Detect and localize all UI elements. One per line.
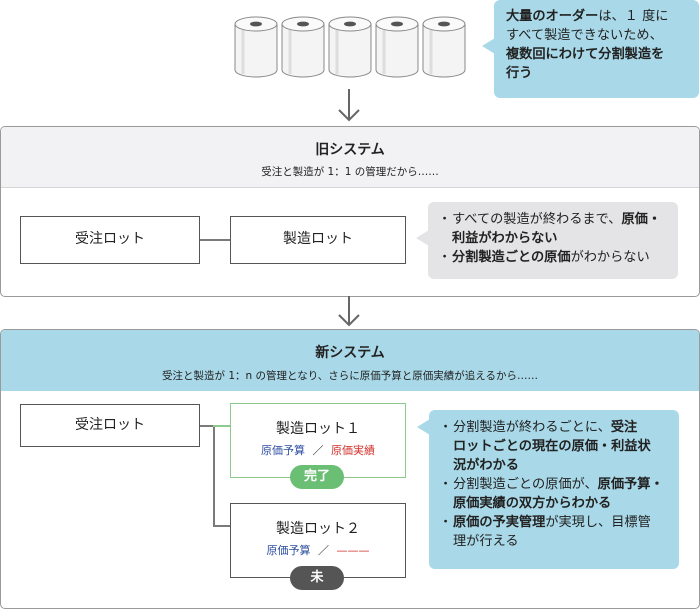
connector-line xyxy=(200,239,230,241)
callout-tail xyxy=(416,230,429,246)
order-lot-box: 受注ロット xyxy=(20,216,200,264)
lot-name: 製造ロット２ xyxy=(276,521,360,537)
callout-text: は、１ 度に xyxy=(598,9,669,24)
note-bold: 利益がわからない xyxy=(452,231,558,246)
note-bold: 況がわかる xyxy=(453,458,519,473)
note-text: がわからない xyxy=(570,250,650,265)
note-bold: 原価実績の双方からわかる xyxy=(453,496,612,511)
old-system-notes: ・すべての製造が終わるまで、原価・利益がわからない ・分割製造ごとの原価がわから… xyxy=(428,202,678,279)
bullet: ・ xyxy=(439,477,453,492)
separator: ／ xyxy=(312,444,324,457)
new-system-title: 新システム xyxy=(315,345,385,361)
note-text: すべての製造が終わるまで、 xyxy=(452,212,622,227)
down-arrow-icon xyxy=(338,89,360,122)
new-system-subtitle: 受注と製造が 1：n の管理となり、さらに原価予算と原価実績が追えるから…… xyxy=(162,370,538,382)
connector-line xyxy=(200,425,214,427)
status-badge-done: 完了 xyxy=(290,465,344,489)
bullet: ・ xyxy=(438,212,452,227)
callout-tail xyxy=(482,38,495,54)
note-bold: 原価の予実管理 xyxy=(453,515,546,530)
paper-roll-icon xyxy=(328,16,372,78)
mfg-lot-1-box: 製造ロット１ 原価予算 ／ 原価実績 xyxy=(230,403,406,478)
order-lot-box: 受注ロット xyxy=(20,404,200,447)
top-callout: 大量のオーダーは、１ 度に すべて製造できないため、 複数回にわけて分割製造を … xyxy=(494,0,699,98)
note-bold: 原価・ xyxy=(621,212,662,227)
old-system-title: 旧システム xyxy=(315,142,385,158)
old-system-subtitle: 受注と製造が 1：1 の管理だから…… xyxy=(261,166,439,178)
callout-bold: 複数回にわけて分割製造を xyxy=(506,47,665,62)
cost-actual-label: ——— xyxy=(336,544,370,557)
callout-tail xyxy=(417,419,430,435)
connector-line xyxy=(213,425,231,427)
down-arrow-icon xyxy=(338,296,360,327)
paper-roll-icon xyxy=(422,16,466,78)
status-badge-pending: 未 xyxy=(290,566,344,590)
note-text: 分割製造が終わるごとに、 xyxy=(453,420,611,435)
callout-bold: 行う xyxy=(506,66,533,81)
note-bold: ロットごとの現在の原価・利益状 xyxy=(453,439,651,454)
note-text: 分割製造ごとの原価が、 xyxy=(453,477,598,492)
note-bold: 受注 xyxy=(610,420,638,435)
callout-bold: 大量のオーダー xyxy=(506,9,599,24)
cost-actual-label: 原価実績 xyxy=(331,444,375,457)
bullet: ・ xyxy=(438,250,452,265)
separator: ／ xyxy=(318,544,329,557)
connector-line xyxy=(213,525,231,527)
bullet: ・ xyxy=(439,515,453,530)
bullet: ・ xyxy=(439,420,453,435)
cost-budget-label: 原価予算 xyxy=(266,544,311,557)
lot-name: 製造ロット１ xyxy=(276,421,360,437)
cost-budget-label: 原価予算 xyxy=(261,444,305,457)
mfg-lot-box: 製造ロット xyxy=(230,216,406,264)
note-bold: 原価予算・ xyxy=(597,477,664,492)
mfg-lot-2-box: 製造ロット２ 原価予算 ／ ——— xyxy=(230,503,406,578)
connector-line xyxy=(213,425,215,526)
note-bold: 分割製造ごとの原価 xyxy=(452,250,571,265)
paper-roll-icon xyxy=(375,16,419,78)
note-text: が実現し、目標管 xyxy=(545,515,651,530)
paper-roll-icon xyxy=(281,16,325,78)
callout-text: すべて製造できないため、 xyxy=(506,28,663,43)
new-system-header: 新システム 受注と製造が 1：n の管理となり、さらに原価予算と原価実績が追える… xyxy=(1,330,699,391)
new-system-notes: ・分割製造が終わるごとに、受注ロットごとの現在の原価・利益状況がわかる ・分割製… xyxy=(429,410,679,569)
paper-roll-icon xyxy=(234,16,278,78)
note-text: 理が行える xyxy=(453,534,519,549)
old-system-header: 旧システム 受注と製造が 1：1 の管理だから…… xyxy=(1,127,699,188)
